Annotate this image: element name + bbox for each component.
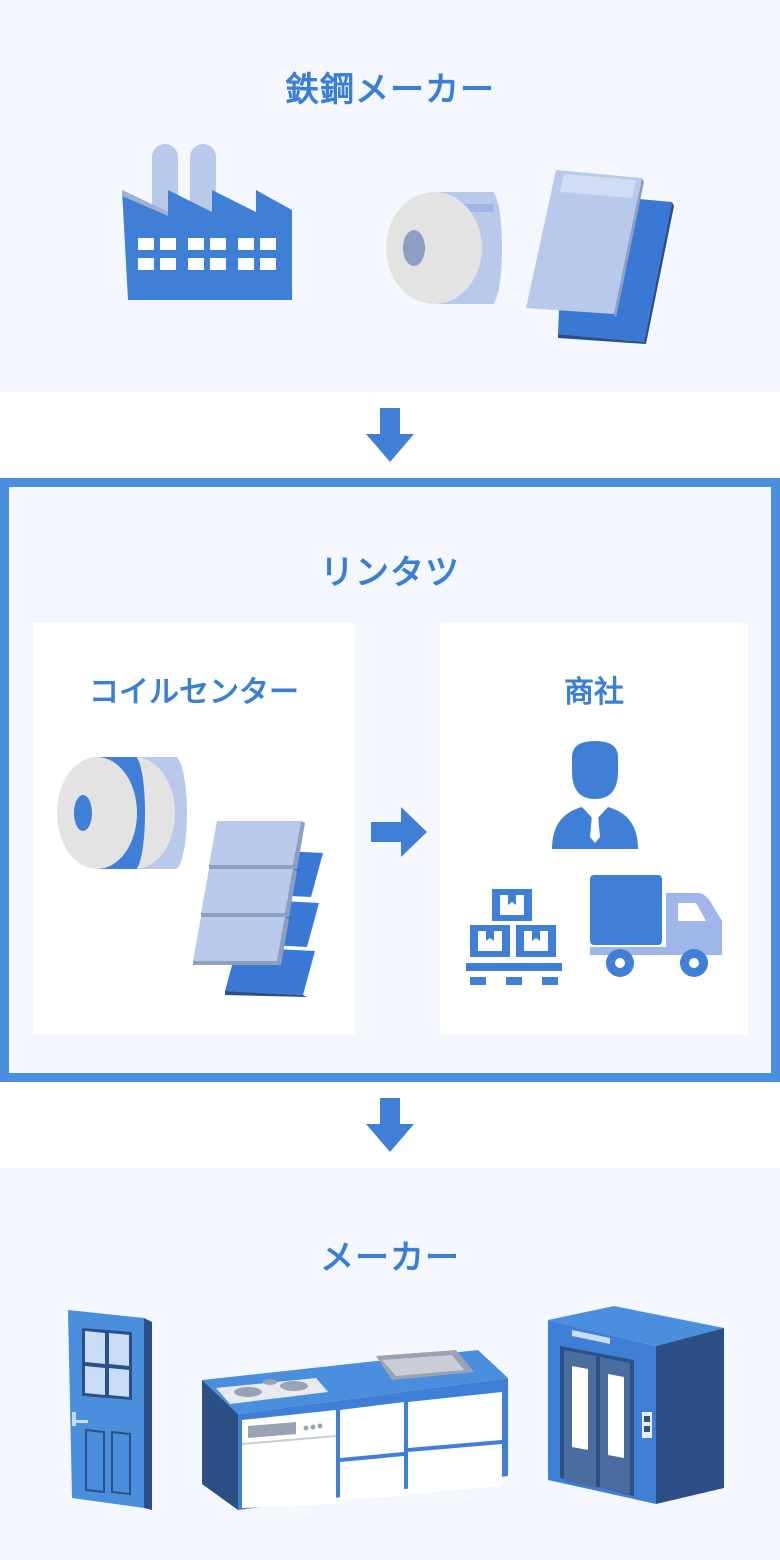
factory-icon: [122, 144, 292, 300]
elevator-icon: [548, 1306, 724, 1504]
steel-coil-icon: [386, 192, 502, 304]
maker-title: メーカー: [320, 1238, 460, 1278]
steel-maker-title: 鉄鋼メーカー: [285, 70, 495, 110]
trading-company-card: 商社: [440, 623, 748, 1035]
coil-center-title: コイルセンター: [89, 675, 299, 710]
rintatsu-title: リンタツ: [320, 553, 460, 593]
rintatsu-section: リンタツ コイルセンター: [0, 478, 780, 1082]
arrow-down-icon: [366, 1098, 414, 1152]
maker-section: メーカー: [0, 1168, 780, 1560]
steel-sheet-icon: [526, 170, 674, 344]
arrow-right-icon: [371, 807, 427, 857]
businessman-icon: [552, 741, 638, 849]
sheet-stack-icon: [193, 821, 323, 997]
door-icon: [68, 1310, 152, 1510]
steel-maker-section: 鉄鋼メーカー: [0, 0, 780, 392]
coil-stack-icon: [57, 757, 187, 869]
truck-icon: [590, 875, 722, 977]
trading-company-title: 商社: [564, 675, 624, 710]
pallet-boxes-icon: [466, 889, 562, 985]
kitchen-counter-icon: [202, 1350, 508, 1510]
arrow-down-icon: [366, 408, 414, 462]
coil-center-card: コイルセンター: [33, 623, 355, 1035]
